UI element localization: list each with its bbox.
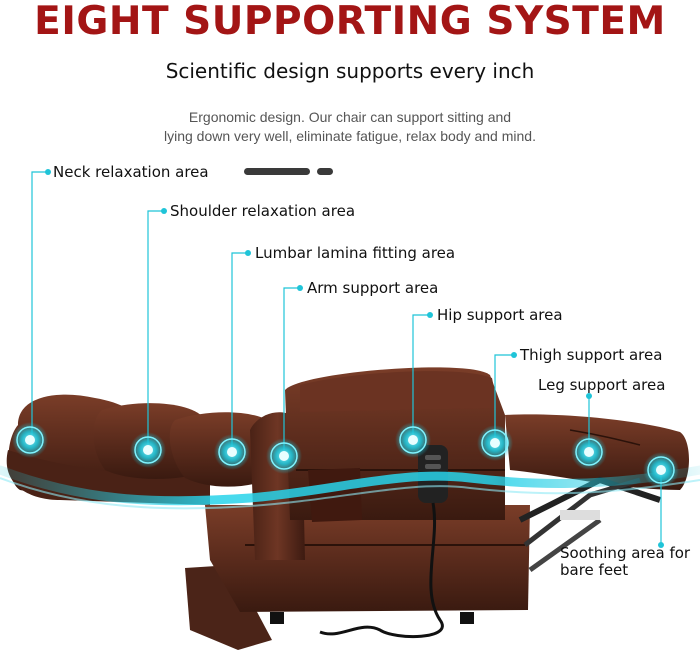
label-lumbar-lamina: Lumbar lamina fitting area (255, 244, 456, 262)
comfort-wave (0, 465, 700, 506)
page-subtitle: Scientific design supports every inch (165, 59, 535, 83)
massage-point-icon (643, 452, 679, 488)
mechanism-plate (560, 510, 600, 520)
massage-point-icon (130, 432, 166, 468)
leader-lines (31, 171, 662, 545)
decorative-dash-long (244, 168, 310, 175)
leader-lumbar (231, 252, 248, 450)
massage-point-icon (12, 422, 48, 458)
leader-thigh (494, 354, 514, 443)
label-shoulder-relaxation: Shoulder relaxation area (170, 202, 356, 220)
label-arm-support: Arm support area (307, 279, 439, 297)
mechanism-bar-2 (523, 477, 641, 547)
massage-point-icon (214, 434, 250, 470)
description-line-1: Ergonomic design. Our chair can support … (188, 109, 512, 125)
leader-arm (283, 287, 300, 455)
massage-point-icon (395, 422, 431, 458)
massage-points (12, 422, 679, 488)
leader-hip (412, 314, 430, 440)
mechanism-bar-3 (528, 517, 602, 573)
massage-point-icon (571, 434, 607, 470)
footrest-mat (185, 565, 272, 650)
comfort-wave-thin (0, 477, 700, 510)
leader-dots (45, 169, 664, 548)
leg-rest-seam (569, 429, 641, 446)
label-neck-relaxation: Neck relaxation area (53, 163, 209, 181)
description: Ergonomic design. Our chair can support … (0, 108, 700, 146)
massage-point-icon (266, 438, 302, 474)
label-hip-support: Hip support area (437, 306, 563, 324)
label-leg-support: Leg support area (538, 376, 666, 394)
page-title: EIGHT SUPPORTING SYSTEM (34, 0, 666, 44)
massage-point-icon (477, 425, 513, 461)
seat-top (300, 371, 498, 412)
description-line-2: lying down very well, eliminate fatigue,… (164, 128, 536, 144)
label-thigh-support: Thigh support area (520, 346, 663, 364)
chair-foot-right (460, 612, 474, 624)
leader-shoulder (147, 210, 164, 450)
chair-foot-left (270, 612, 284, 624)
decorative-dash-short (317, 168, 333, 175)
remote-cord (319, 502, 444, 638)
label-bare-feet: Soothing area for bare feet (560, 544, 691, 579)
leader-neck (31, 171, 48, 440)
